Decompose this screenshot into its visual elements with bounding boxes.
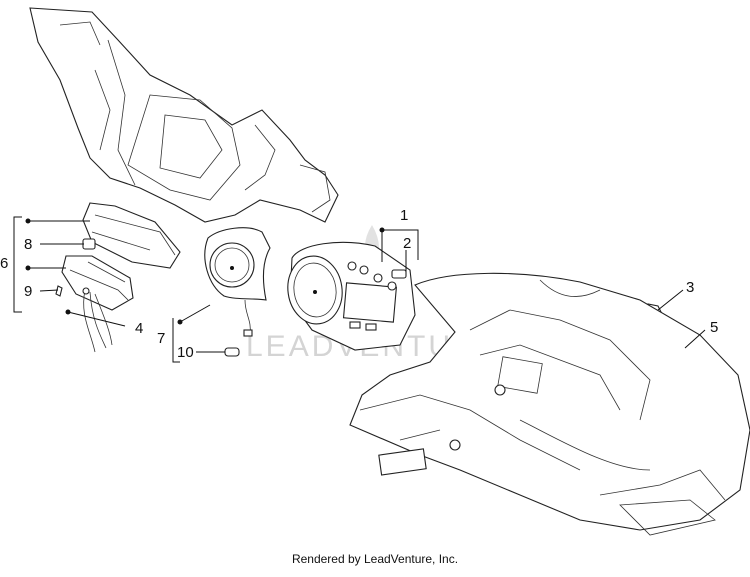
dashboard-body — [349, 272, 750, 536]
footer-credit: Rendered by LeadVenture, Inc. — [291, 552, 459, 566]
part-10-connector — [224, 347, 240, 357]
handlebar-cover — [29, 7, 339, 223]
callout-1: 1 — [400, 207, 408, 224]
instrument-panel — [287, 241, 416, 351]
part-2-bulb — [391, 269, 407, 279]
callout-2: 2 — [403, 235, 411, 252]
switch-housing-upper — [82, 202, 181, 269]
callout-9: 9 — [24, 283, 32, 300]
callout-10: 10 — [177, 344, 194, 361]
callout-labels: 1 2 3 4 5 6 7 8 9 10 — [0, 207, 718, 361]
wiring-harness — [82, 287, 113, 353]
callout-6: 6 — [0, 255, 8, 272]
callout-4: 4 — [135, 320, 143, 337]
callout-5: 5 — [710, 319, 718, 336]
leader-lines — [13, 216, 706, 363]
part-8-clip — [82, 238, 96, 250]
gauge-cover — [204, 227, 271, 337]
callout-7: 7 — [157, 330, 165, 347]
part-9-screw — [55, 285, 63, 297]
callout-8: 8 — [24, 236, 32, 253]
switch-housing-lower — [61, 255, 134, 311]
callout-3: 3 — [686, 279, 694, 296]
